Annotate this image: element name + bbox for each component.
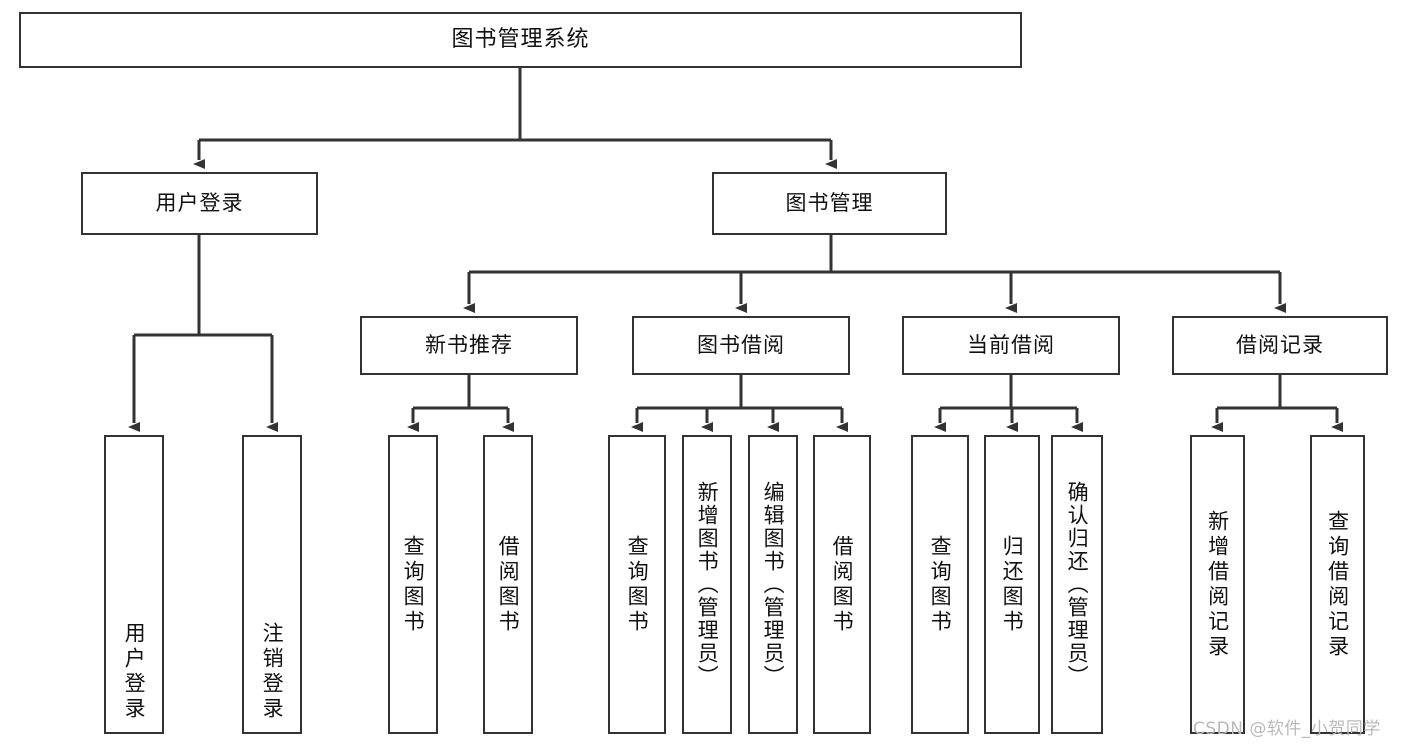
node-leaf-query-book-3[interactable]: 查询图书: [911, 435, 969, 734]
node-leaf-borrow-book-2[interactable]: 借阅图书: [813, 435, 871, 734]
node-root[interactable]: 图书管理系统: [19, 12, 1022, 68]
csdn-watermark: CSDN @软件_小贺同学: [1193, 719, 1381, 739]
node-new-book-rec[interactable]: 新书推荐: [360, 316, 578, 375]
node-leaf-borrow-book-1[interactable]: 借阅图书: [483, 435, 533, 734]
node-current-borrow[interactable]: 当前借阅: [902, 316, 1120, 375]
node-leaf-user-logout[interactable]: 注销登录: [242, 435, 302, 734]
node-leaf-confirm-return[interactable]: 确认归还（管理员）: [1051, 435, 1103, 734]
node-leaf-add-record[interactable]: 新增借阅记录: [1190, 435, 1245, 734]
node-leaf-add-book[interactable]: 新增图书（管理员）: [682, 435, 732, 734]
node-leaf-query-record[interactable]: 查询借阅记录: [1310, 435, 1365, 734]
node-leaf-query-book-1[interactable]: 查询图书: [388, 435, 438, 734]
node-book-manage[interactable]: 图书管理: [712, 172, 947, 235]
node-leaf-user-login[interactable]: 用户登录: [104, 435, 164, 734]
node-borrow-record[interactable]: 借阅记录: [1172, 316, 1388, 375]
node-book-borrow[interactable]: 图书借阅: [632, 316, 850, 375]
node-leaf-query-book-2[interactable]: 查询图书: [608, 435, 666, 734]
node-leaf-return-book[interactable]: 归还图书: [984, 435, 1040, 734]
node-leaf-edit-book[interactable]: 编辑图书（管理员）: [748, 435, 798, 734]
node-user-login[interactable]: 用户登录: [81, 172, 318, 235]
